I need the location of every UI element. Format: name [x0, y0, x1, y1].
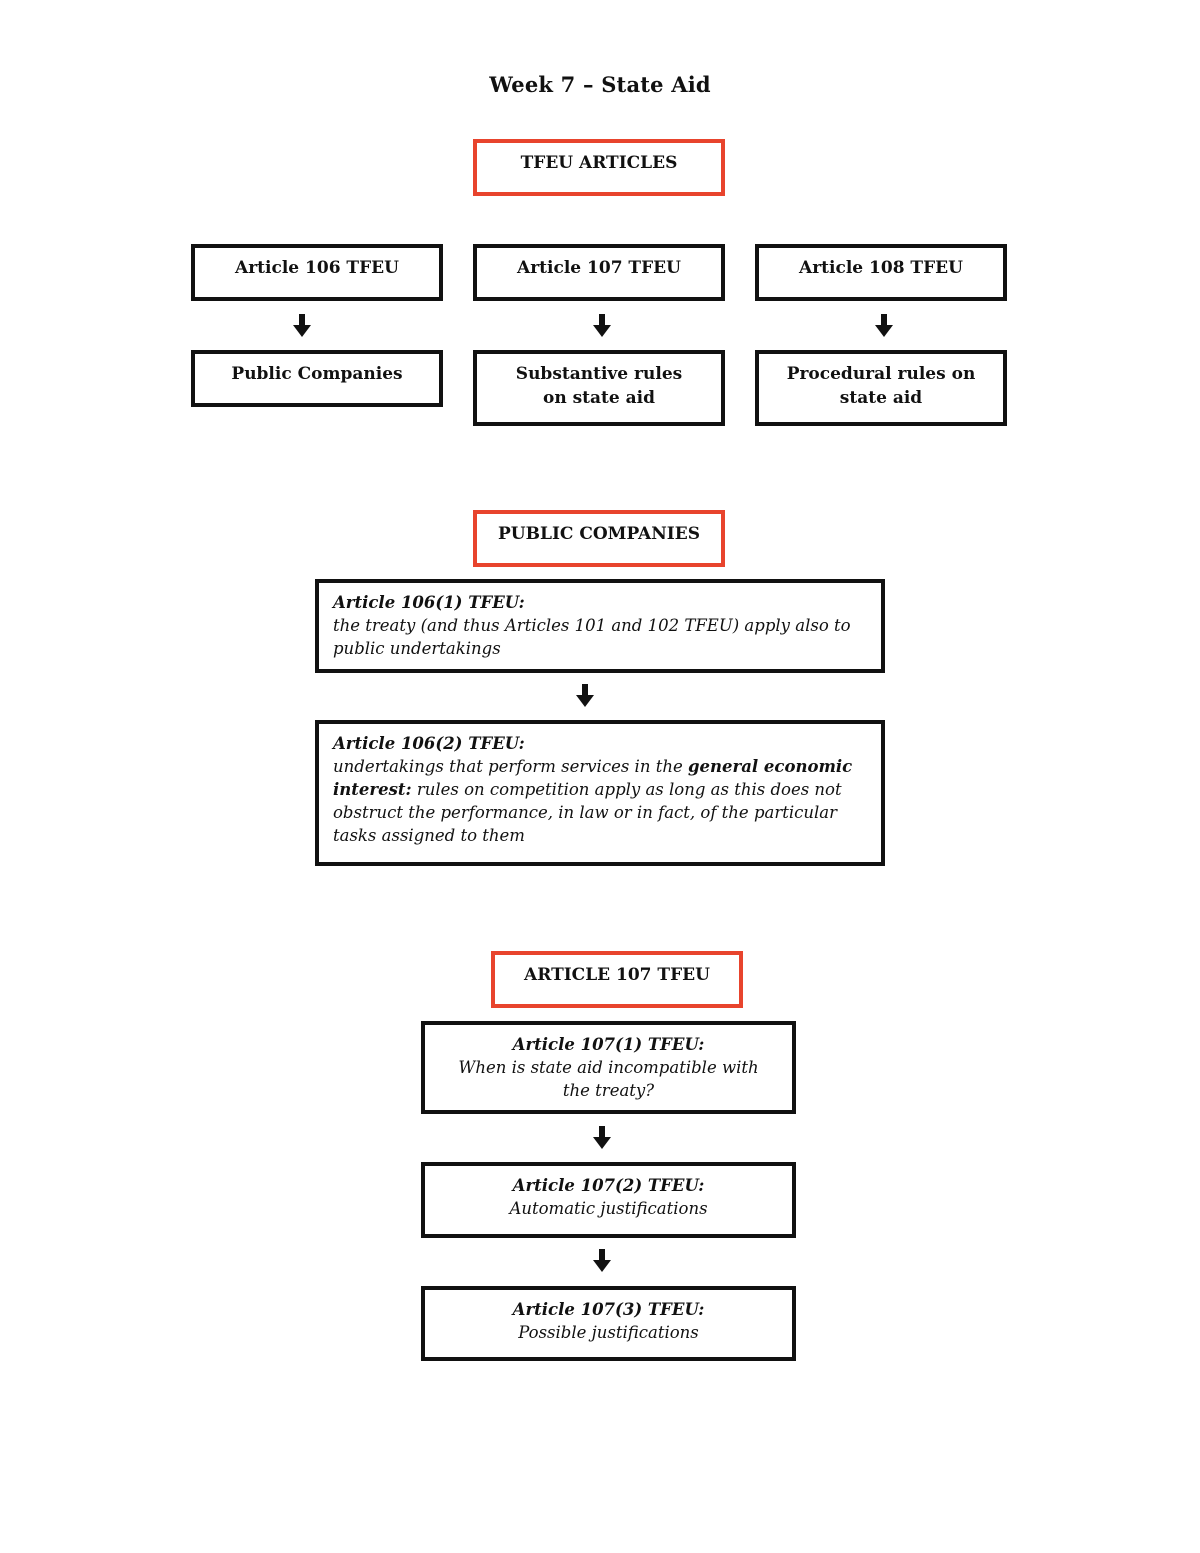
public-companies-box: Public Companies: [191, 350, 443, 407]
tfeu-articles-heading-text: TFEU ARTICLES: [520, 153, 678, 173]
procedural-rules-box: Procedural rules on state aid: [755, 350, 1007, 426]
article-107-heading-text: ARTICLE 107 TFEU: [524, 965, 710, 985]
article-108-label: Article 108 TFEU: [799, 258, 963, 278]
article-107-box: Article 107 TFEU: [473, 244, 725, 301]
down-arrow-icon: [292, 314, 312, 338]
article-106-label: Article 106 TFEU: [235, 258, 399, 278]
page-title: Week 7 – State Aid: [489, 72, 711, 97]
substantive-rules-label: Substantive rules on state aid: [515, 364, 683, 408]
article-107-2-box: Article 107(2) TFEU: Automatic justifica…: [421, 1162, 796, 1238]
article-106-2-body-emphasis: general economic interest:: [333, 757, 853, 799]
tfeu-articles-heading: TFEU ARTICLES: [473, 139, 725, 196]
down-arrow-icon: [592, 1249, 612, 1273]
article-106-2-head: Article 106(2) TFEU:: [333, 734, 525, 753]
article-107-heading: ARTICLE 107 TFEU: [491, 951, 743, 1008]
down-arrow-icon: [592, 314, 612, 338]
procedural-rules-label: Procedural rules on state aid: [786, 364, 976, 408]
article-106-2-body-pre: undertakings that perform services in th…: [333, 757, 688, 776]
public-companies-label: Public Companies: [231, 364, 403, 384]
down-arrow-icon: [592, 1126, 612, 1150]
article-106-1-box: Article 106(1) TFEU: the treaty (and thu…: [315, 579, 885, 673]
article-107-2-head: Article 107(2) TFEU:: [512, 1176, 705, 1195]
public-companies-heading-text: PUBLIC COMPANIES: [498, 524, 700, 544]
article-106-1-body: the treaty (and thus Articles 101 and 10…: [333, 616, 851, 658]
public-companies-heading: PUBLIC COMPANIES: [473, 510, 725, 567]
article-107-3-body: Possible justifications: [518, 1323, 699, 1342]
article-107-1-box: Article 107(1) TFEU: When is state aid i…: [421, 1021, 796, 1114]
article-107-3-box: Article 107(3) TFEU: Possible justificat…: [421, 1286, 796, 1361]
article-107-3-head: Article 107(3) TFEU:: [512, 1300, 705, 1319]
substantive-rules-box: Substantive rules on state aid: [473, 350, 725, 426]
article-107-label: Article 107 TFEU: [517, 258, 681, 278]
article-107-2-body: Automatic justifications: [509, 1199, 708, 1218]
down-arrow-icon: [874, 314, 894, 338]
article-106-2-body-post: rules on competition apply as long as th…: [333, 780, 842, 845]
article-107-1-head: Article 107(1) TFEU:: [512, 1035, 705, 1054]
article-107-1-body: When is state aid incompatible with the …: [458, 1058, 759, 1100]
article-106-box: Article 106 TFEU: [191, 244, 443, 301]
down-arrow-icon: [575, 684, 595, 708]
article-108-box: Article 108 TFEU: [755, 244, 1007, 301]
article-106-2-body: undertakings that perform services in th…: [333, 755, 867, 847]
article-106-2-box: Article 106(2) TFEU: undertakings that p…: [315, 720, 885, 866]
article-106-1-head: Article 106(1) TFEU:: [333, 593, 525, 612]
